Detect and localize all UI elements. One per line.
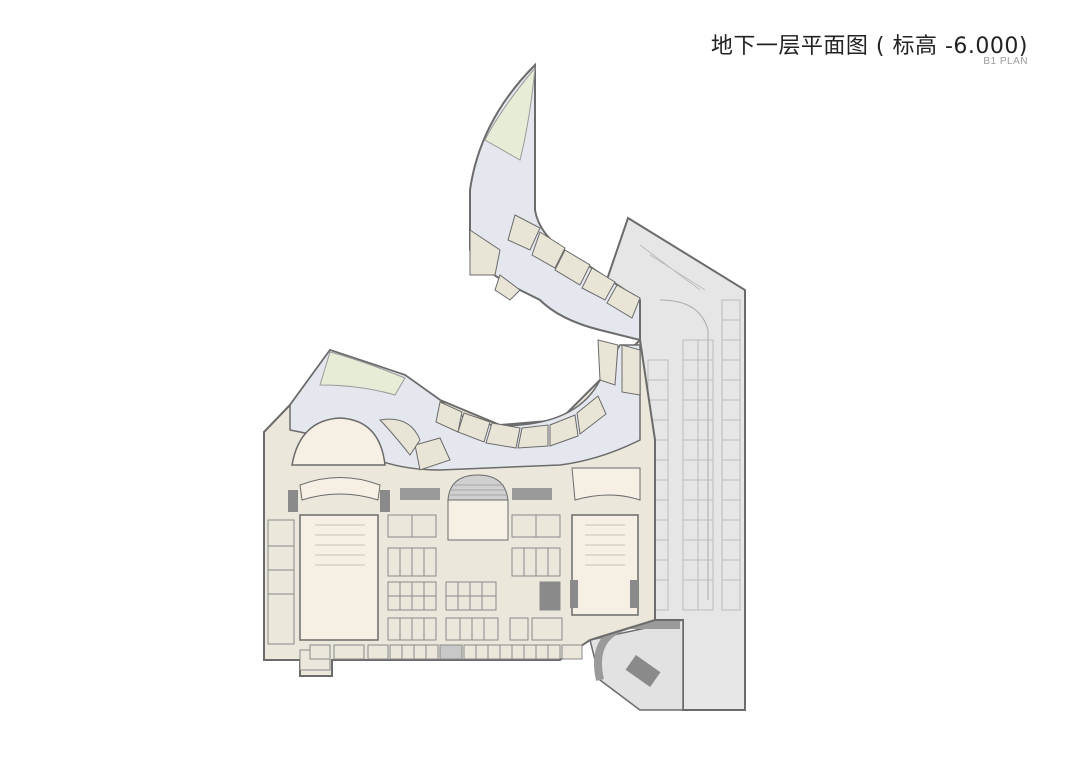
west-theater xyxy=(288,417,390,641)
central-cinema xyxy=(400,474,552,541)
plan-title: 地下一层平面图 ( 标高 -6.000) xyxy=(710,34,1028,59)
plan-subtitle: B1 PLAN xyxy=(983,56,1028,67)
east-hall xyxy=(570,467,641,616)
retail-grid xyxy=(309,514,583,660)
west-rooms xyxy=(267,519,331,671)
north-arm-retail xyxy=(469,62,641,342)
